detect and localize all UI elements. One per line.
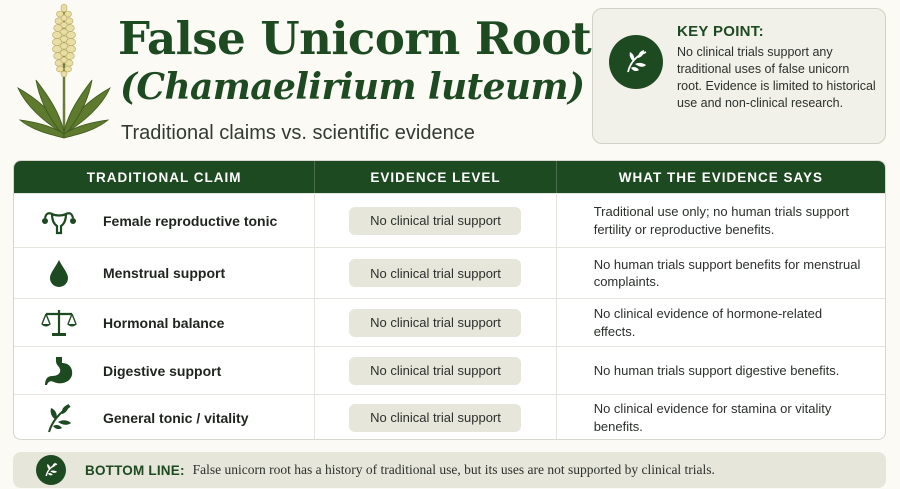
evidence-description: No clinical evidence for stamina or vita… (593, 401, 832, 434)
key-point-text: No clinical trials support any tradition… (677, 45, 876, 110)
table-row: Female reproductive tonic No clinical tr… (14, 193, 885, 247)
bottom-line-text: False unicorn root has a history of trad… (192, 462, 715, 477)
uterus-icon (40, 204, 78, 238)
evidence-description: No human trials support digestive benefi… (593, 362, 840, 378)
evidence-badge: No clinical trial support (349, 259, 522, 287)
leaf-icon (609, 35, 663, 89)
bottom-line-bar: BOTTOM LINE: False unicorn root has a hi… (13, 452, 886, 488)
tagline: Traditional claims vs. scientific eviden… (121, 122, 475, 144)
evidence-description: No clinical evidence of hormone-related … (593, 306, 823, 339)
evidence-table: TRADITIONAL CLAIM EVIDENCE LEVEL WHAT TH… (13, 160, 886, 440)
false-unicorn-plant-illustration (17, 3, 111, 139)
table-header: TRADITIONAL CLAIM EVIDENCE LEVEL WHAT TH… (14, 161, 885, 193)
table-row: Menstrual support No clinical trial supp… (14, 247, 885, 298)
bottom-line-label: BOTTOM LINE: (85, 462, 185, 478)
claim-label: Digestive support (103, 362, 222, 379)
claim-label: General tonic / vitality (103, 409, 249, 426)
table-row: Digestive support No clinical trial supp… (14, 346, 885, 394)
evidence-badge: No clinical trial support (349, 308, 522, 337)
evidence-description: Traditional use only; no human trials su… (593, 204, 850, 237)
table-row: General tonic / vitality No clinical tri… (14, 394, 885, 439)
table-row: Hormonal balance No clinical trial suppo… (14, 298, 885, 346)
page-title: False Unicorn Root (118, 12, 592, 65)
claim-label: Female reproductive tonic (103, 212, 278, 229)
drop-icon (40, 256, 78, 290)
evidence-badge: No clinical trial support (349, 403, 522, 432)
claim-label: Hormonal balance (103, 314, 225, 331)
evidence-badge: No clinical trial support (349, 356, 522, 385)
leaf-sprig-icon (40, 401, 78, 435)
evidence-description: No human trials support benefits for men… (593, 256, 861, 290)
header-evidence-level: EVIDENCE LEVEL (315, 161, 557, 193)
header-traditional-claim: TRADITIONAL CLAIM (14, 161, 316, 193)
stomach-icon (40, 354, 78, 388)
header-evidence-says: WHAT THE EVIDENCE SAYS (618, 169, 824, 185)
leaf-icon (36, 455, 66, 485)
evidence-badge: No clinical trial support (349, 206, 522, 235)
key-point-box: KEY POINT: No clinical trials support an… (592, 8, 886, 144)
key-point-title: KEY POINT: (677, 23, 764, 40)
latin-name: (Chamaelirium luteum) (120, 66, 585, 108)
balance-scale-icon (40, 306, 78, 340)
claim-label: Menstrual support (103, 265, 226, 281)
